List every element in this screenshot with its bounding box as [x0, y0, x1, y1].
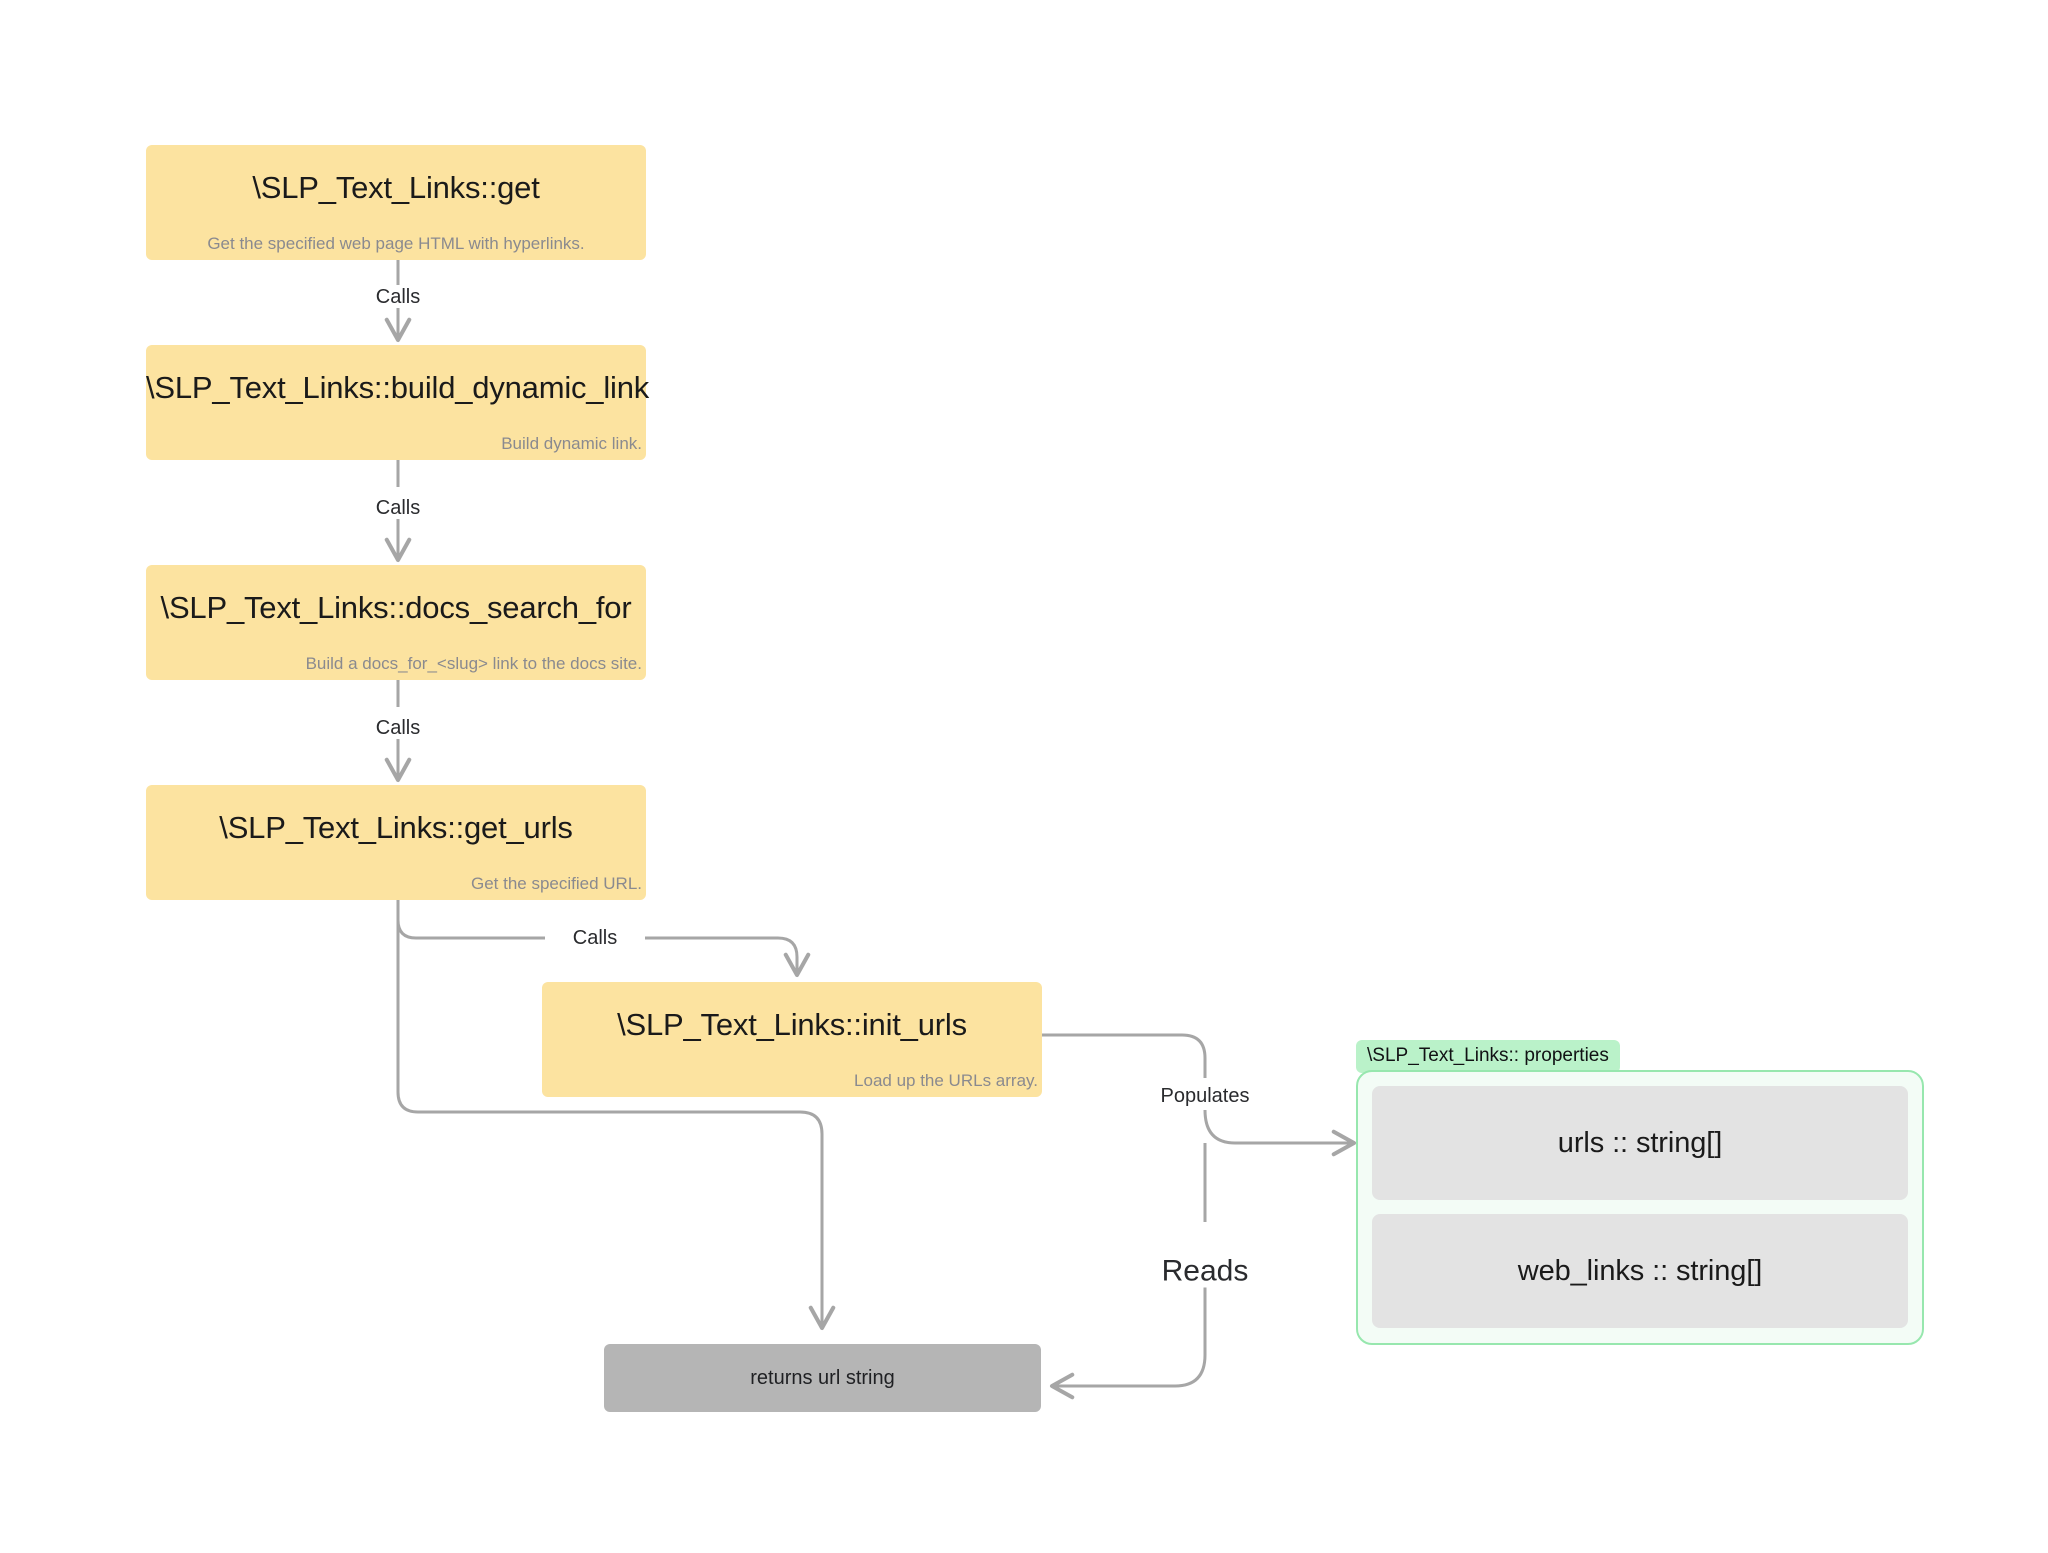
- properties-group-badge: \SLP_Text_Links:: properties: [1356, 1040, 1620, 1073]
- node-title: \SLP_Text_Links::get: [252, 170, 540, 205]
- edge-label-calls-2: Calls: [370, 497, 426, 519]
- node-slp-text-links-get-urls[interactable]: \SLP_Text_Links::get_urls Get the specif…: [146, 785, 646, 900]
- node-title: \SLP_Text_Links::docs_search_for: [160, 590, 632, 625]
- node-returns-url-string[interactable]: returns url string: [604, 1344, 1041, 1412]
- node-description: Build a docs_for_<slug> link to the docs…: [305, 654, 642, 673]
- properties-group-panel: urls :: string[] web_links :: string[]: [1356, 1070, 1924, 1345]
- node-title: \SLP_Text_Links::init_urls: [617, 1007, 967, 1042]
- edge-label-populates: Populates: [1155, 1085, 1255, 1107]
- property-item-web-links[interactable]: web_links :: string[]: [1372, 1214, 1908, 1328]
- node-title: \SLP_Text_Links::build_dynamic_link: [146, 370, 650, 405]
- edge-label-reads: Reads: [1156, 1254, 1254, 1288]
- property-label: web_links :: string[]: [1517, 1254, 1763, 1287]
- property-item-urls[interactable]: urls :: string[]: [1372, 1086, 1908, 1200]
- node-slp-text-links-init-urls[interactable]: \SLP_Text_Links::init_urls Load up the U…: [542, 982, 1042, 1097]
- return-node-label: returns url string: [750, 1366, 895, 1389]
- node-description: Get the specified URL.: [470, 874, 642, 893]
- node-description: Build dynamic link.: [501, 434, 642, 453]
- node-description: Get the specified web page HTML with hyp…: [207, 234, 585, 253]
- edge-label-calls-1: Calls: [370, 286, 426, 308]
- node-slp-text-links-docs-search-for[interactable]: \SLP_Text_Links::docs_search_for Build a…: [146, 565, 646, 680]
- node-title: \SLP_Text_Links::get_urls: [219, 810, 573, 845]
- edge-label-calls-4: Calls: [567, 927, 623, 949]
- property-label: urls :: string[]: [1557, 1126, 1723, 1159]
- node-slp-text-links-build-dynamic-link[interactable]: \SLP_Text_Links::build_dynamic_link Buil…: [146, 345, 650, 460]
- node-description: Load up the URLs array.: [854, 1071, 1038, 1090]
- edge-geturls-to-return: [396, 896, 836, 1331]
- node-slp-text-links-get[interactable]: \SLP_Text_Links::get Get the specified w…: [146, 145, 646, 260]
- edge-label-calls-3: Calls: [370, 717, 426, 739]
